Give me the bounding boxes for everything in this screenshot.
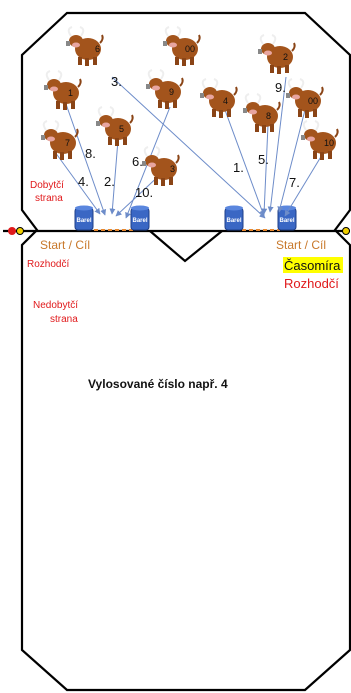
cattle-tag: 00 [308,96,318,106]
order-6: 6. [132,154,143,169]
cattle-1: 1 [43,70,82,111]
holding-pen [149,230,223,263]
cattle-10: 10 [300,120,339,161]
barrel-label: Barel [132,218,147,224]
cattle-00b: 00 [285,78,324,119]
cattle-3: 3 [141,146,180,187]
barrel-2: Barel [130,205,150,231]
barrel-4: Barel [277,205,297,231]
order-10: 10. [135,185,153,200]
right-yellow-dot [342,227,350,235]
cattle-9: 9 [145,69,184,110]
cattle-4: 4 [199,78,238,119]
barrel-1: Barel [74,205,94,231]
cattle-tag: 8 [266,111,271,121]
order-8: 8. [85,146,96,161]
order-1: 1. [233,160,244,175]
casomira-highlight [283,257,343,273]
casomira-label: Časomíra [284,258,341,273]
cattle-2: 2 [257,34,296,75]
order-7: 7. [289,175,300,190]
arena-outline [20,11,351,692]
nedobytci-label-1: Nedobytčí [33,300,78,311]
rozhodci-right: Rozhodčí [284,276,339,291]
cattle-7: 7 [40,120,79,161]
center-caption: Vylosované číslo např. 4 [88,377,228,391]
order-3: 3. [111,74,122,89]
left-red-dot [8,227,16,235]
cattle-tag: 6 [95,44,100,54]
start-cil-right: Start / Cíl [276,238,326,252]
cattle-tag: 2 [283,52,288,62]
order-4: 4. [78,174,89,189]
cattle-tag: 10 [324,138,334,148]
cattle-tag: 4 [223,96,228,106]
cattle-group: 6 00 2 1 9 4 8 00 5 7 3 10 [40,26,339,187]
order-9: 9. [275,80,286,95]
cattle-8: 8 [242,93,281,134]
order-5: 5. [258,152,269,167]
cattle-tag: 7 [65,138,70,148]
cattle-5: 5 [95,106,134,147]
start-cil-left: Start / Cíl [40,238,90,252]
dobytci-label-2: strana [35,193,63,204]
barrel-label: Barel [76,218,91,224]
cattle-tag: 3 [170,164,175,174]
cattle-00a: 00 [162,26,201,67]
barrel-label: Barel [279,218,294,224]
cattle-tag: 5 [119,124,124,134]
cattle-6: 6 [65,26,104,67]
cattle-tag: 00 [185,44,195,54]
left-yellow-dot [16,227,24,235]
nedobytci-label-2: strana [50,314,78,325]
dobytci-label-1: Dobytčí [30,180,64,191]
order-2: 2. [104,174,115,189]
barrel-3: Barel [224,205,244,231]
cattle-tag: 9 [169,87,174,97]
rozhodci-left: Rozhodčí [27,259,69,270]
cattle-tag: 1 [68,88,73,98]
barrel-label: Barel [226,218,241,224]
